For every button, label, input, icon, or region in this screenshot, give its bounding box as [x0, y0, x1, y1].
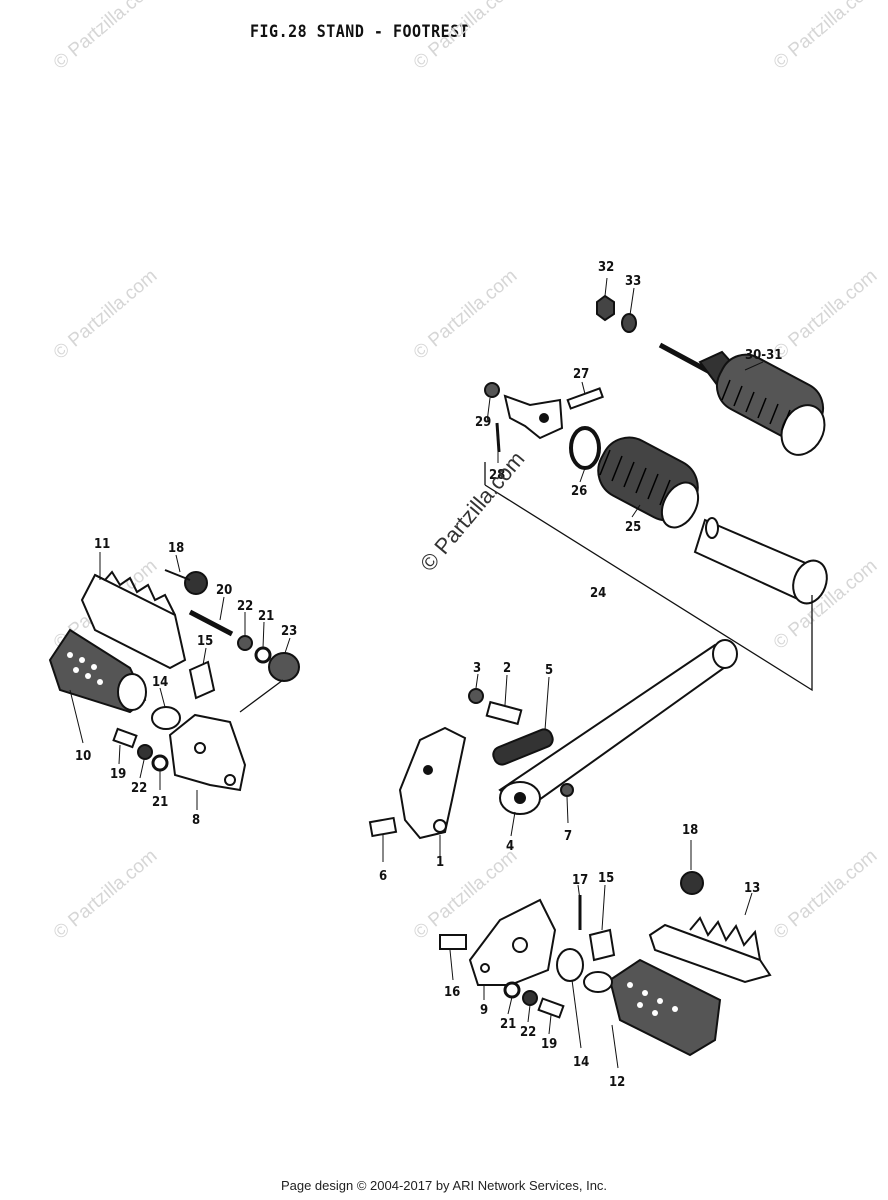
callout-21: 21: [152, 795, 168, 810]
watermark-text: © Partzilla.com: [50, 0, 162, 74]
watermark-text: © Partzilla.com: [410, 0, 522, 74]
leader-lines: [69, 277, 764, 1069]
callout-21: 21: [258, 609, 274, 624]
callout-7: 7: [564, 829, 572, 844]
side-stand-assembly: [368, 639, 738, 840]
page-footer-copyright: Page design © 2004-2017 by ARI Network S…: [280, 1178, 608, 1193]
callout-12: 12: [609, 1075, 625, 1090]
callout-10: 10: [75, 749, 91, 764]
callout-4: 4: [506, 839, 514, 854]
callout-22: 22: [131, 781, 147, 796]
callout-6: 6: [379, 869, 387, 884]
callout-labels: 32 33 30-31 27 29 28 26 25 24 3 2 5 4 7 …: [75, 260, 782, 1090]
figure-title: FIG.28 STAND - FOOTREST: [250, 20, 470, 42]
callout-22: 22: [237, 599, 253, 614]
callout-16: 16: [444, 985, 460, 1000]
callout-8: 8: [192, 813, 200, 828]
callout-32: 32: [598, 260, 614, 275]
callout-33: 33: [625, 274, 641, 289]
callout-14: 14: [152, 675, 168, 690]
callout-2: 2: [503, 661, 511, 676]
callout-22: 22: [520, 1025, 536, 1040]
watermark-text: © Partzilla.com: [770, 845, 882, 943]
callout-17: 17: [572, 873, 588, 888]
callout-19: 19: [541, 1037, 557, 1052]
callout-25: 25: [625, 520, 641, 535]
callout-5: 5: [545, 663, 553, 678]
front-right-footrest-assembly: [439, 871, 772, 1057]
watermark-text: © Partzilla.com: [50, 265, 162, 363]
watermark-text: © Partzilla.com: [770, 265, 882, 363]
callout-14: 14: [573, 1055, 589, 1070]
front-left-footrest-assembly: [48, 569, 300, 792]
callout-27: 27: [573, 367, 589, 382]
callout-23: 23: [281, 624, 297, 639]
callout-9: 9: [480, 1003, 488, 1018]
callout-13: 13: [744, 881, 760, 896]
callout-21: 21: [500, 1017, 516, 1032]
watermark-text: © Partzilla.com: [410, 265, 522, 363]
rear-footrest-assembly: [484, 294, 828, 692]
callout-20: 20: [216, 583, 232, 598]
callout-1: 1: [436, 855, 444, 870]
callout-19: 19: [110, 767, 126, 782]
callout-29: 29: [475, 415, 491, 430]
callout-11: 11: [94, 537, 110, 552]
callout-28: 28: [489, 468, 505, 483]
callout-15: 15: [598, 871, 614, 886]
watermark-text: © Partzilla.com: [770, 0, 882, 74]
callout-24: 24: [590, 586, 606, 601]
callout-18: 18: [168, 541, 184, 556]
callout-30-31: 30-31: [745, 348, 782, 363]
callout-18: 18: [682, 823, 698, 838]
callout-3: 3: [473, 661, 481, 676]
callout-15: 15: [197, 634, 213, 649]
callout-26: 26: [571, 484, 587, 499]
watermark-text: © Partzilla.com: [50, 845, 162, 943]
watermark-layer: © Partzilla.com © Partzilla.com © Partzi…: [50, 0, 882, 944]
